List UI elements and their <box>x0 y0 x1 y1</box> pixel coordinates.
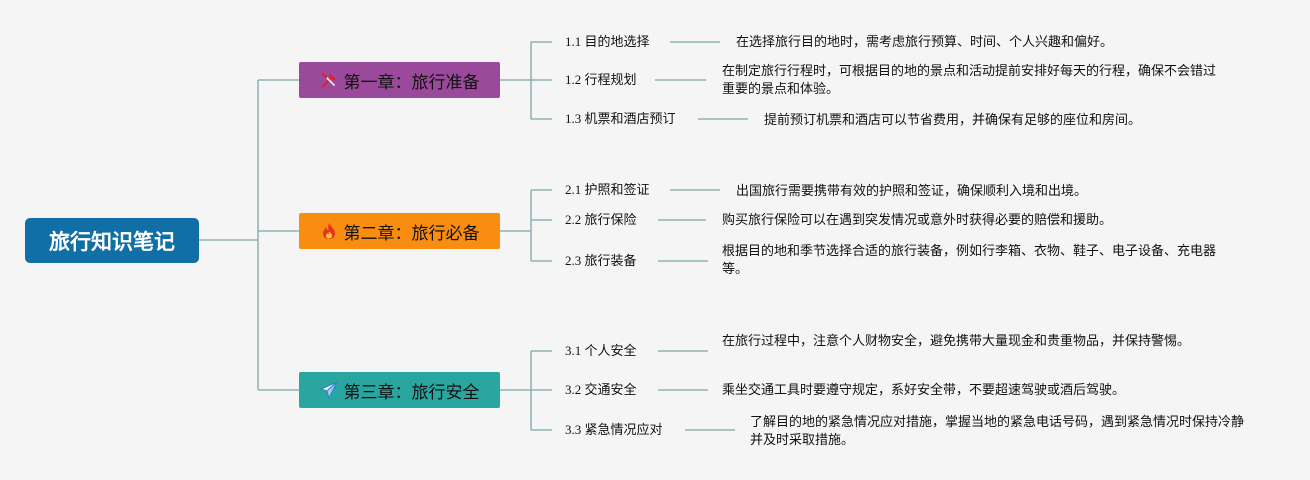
topic-1-2[interactable]: 1.2 行程规划 <box>565 72 637 87</box>
topic-1-1[interactable]: 1.1 目的地选择 <box>565 34 650 49</box>
chapter-1-label: 第一章：旅行准备 <box>343 72 480 93</box>
root-node[interactable]: 旅行知识笔记 <box>25 218 199 263</box>
fire-icon <box>320 222 338 240</box>
topic-3-2[interactable]: 3.2 交通安全 <box>565 382 637 397</box>
topic-1-3[interactable]: 1.3 机票和酒店预订 <box>565 111 676 126</box>
note-3-1: 在旅行过程中，注意个人财物安全，避免携带大量现金和贵重物品，并保持警惕。 <box>722 333 1191 348</box>
chapter-3-label: 第三章：旅行安全 <box>343 382 480 403</box>
topic-3-3[interactable]: 3.3 紧急情况应对 <box>565 422 663 437</box>
note-1-2: 在制定旅行行程时，可根据目的地的景点和活动提前安排好每天的行程，确保不会错过重要… <box>722 63 1217 96</box>
chapter-1-node[interactable]: 第一章：旅行准备 <box>299 62 500 98</box>
note-1-3: 提前预订机票和酒店可以节省费用，并确保有足够的座位和房间。 <box>764 112 1142 127</box>
chapter-2-label: 第二章：旅行必备 <box>343 223 480 244</box>
paper-plane-icon <box>319 381 338 399</box>
topic-3-1[interactable]: 3.1 个人安全 <box>565 343 637 358</box>
tools-icon <box>320 71 338 89</box>
note-1-1: 在选择旅行目的地时，需考虑旅行预算、时间、个人兴趣和偏好。 <box>736 34 1114 49</box>
topic-2-1[interactable]: 2.1 护照和签证 <box>565 182 650 197</box>
note-2-1: 出国旅行需要携带有效的护照和签证，确保顺利入境和出境。 <box>736 183 1088 198</box>
note-3-2: 乘坐交通工具时要遵守规定，系好安全带，不要超速驾驶或酒后驾驶。 <box>722 382 1126 397</box>
topic-2-2[interactable]: 2.2 旅行保险 <box>565 212 637 227</box>
note-3-3: 了解目的地的紧急情况应对措施，掌握当地的紧急电话号码，遇到紧急情况时保持冷静并及… <box>750 414 1245 447</box>
note-2-3: 根据目的地和季节选择合适的旅行装备，例如行李箱、衣物、鞋子、电子设备、充电器等。 <box>722 243 1217 276</box>
topic-2-3[interactable]: 2.3 旅行装备 <box>565 253 637 268</box>
chapter-2-node[interactable]: 第二章：旅行必备 <box>299 213 500 249</box>
chapter-3-node[interactable]: 第三章：旅行安全 <box>299 372 500 408</box>
note-2-2: 购买旅行保险可以在遇到突发情况或意外时获得必要的赔偿和援助。 <box>722 212 1113 227</box>
root-title: 旅行知识笔记 <box>49 229 175 254</box>
